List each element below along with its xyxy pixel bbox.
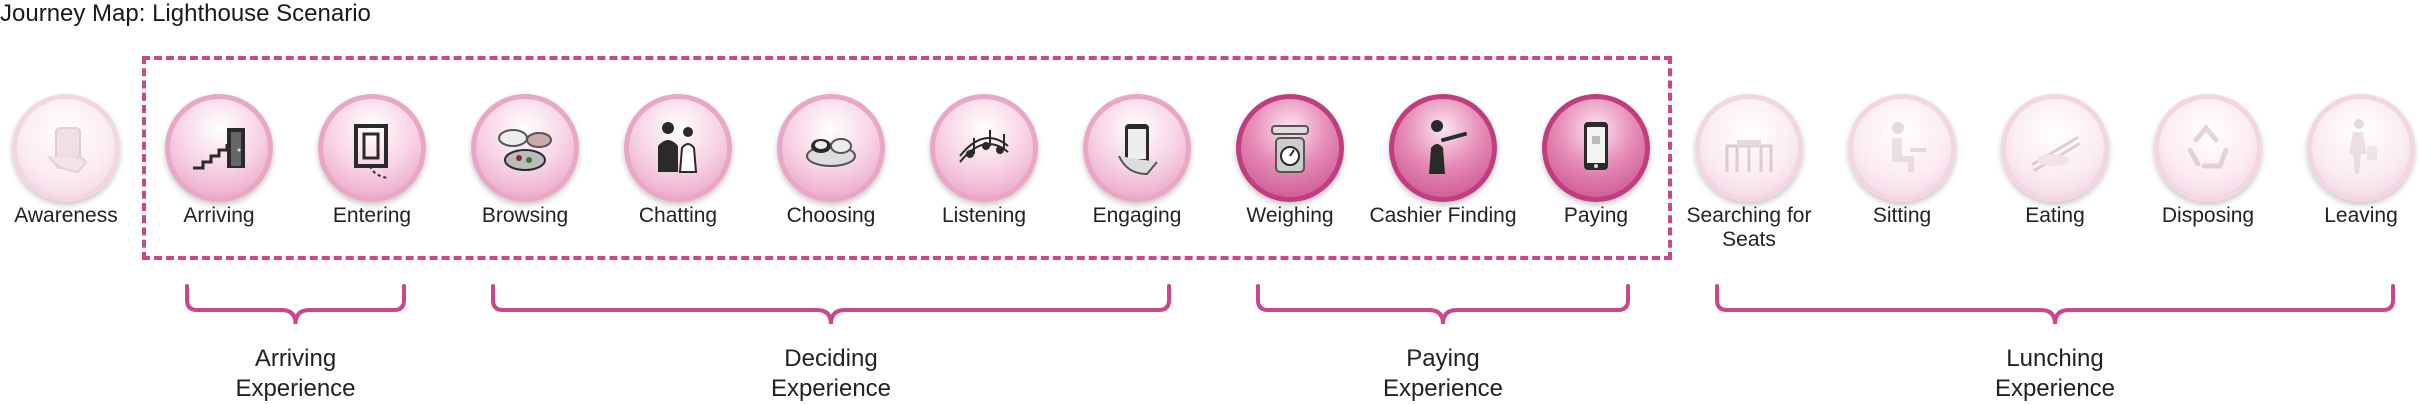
group-bracket [491,284,1171,325]
person-pointing-icon [1429,120,1467,174]
gate-entrance-icon [354,124,389,179]
step-label: Chatting [638,204,718,227]
journey-step: Leaving [2283,94,2418,228]
mobile-payment-icon [1584,122,1608,170]
group-bracket [1715,284,2395,325]
stairs-door-icon [193,128,245,170]
sushi-icon [806,138,856,167]
journey-step: Arriving [141,94,297,228]
step-circle [2001,94,2109,202]
step-circle [165,94,273,202]
step-circle [471,94,579,202]
journey-step: Sitting [1824,94,1980,228]
journey-step: Chatting [600,94,756,228]
weighing-scale-icon [1271,125,1309,173]
people-talking-icon [658,122,698,173]
step-label: Browsing [481,204,569,227]
step-label: Leaving [2324,204,2398,227]
step-label: Disposing [2161,204,2255,227]
journey-step: Engaging [1059,94,1215,228]
step-circle [2307,94,2415,202]
journey-step: Disposing [2130,94,2286,228]
step-circle [1695,94,1803,202]
step-label: Paying [1563,204,1629,227]
step-label: Entering [332,204,412,227]
step-circle [1236,94,1344,202]
smartphone-hand-icon [1118,124,1158,176]
step-label: Weighing [1246,204,1334,227]
step-label: Listening [941,204,1027,227]
person-walking-icon [2349,119,2377,174]
phone-in-hand-icon [47,127,88,174]
step-label: Cashier Finding [1369,204,1517,227]
step-circle [777,94,885,202]
step-label: Awareness [14,204,118,227]
journey-step: Weighing [1212,94,1368,228]
step-label: Searching for Seats [1686,204,1812,251]
group-bracket [1256,284,1630,325]
step-label: Arriving [183,204,255,227]
person-sitting-icon [1892,122,1926,172]
journey-step: Browsing [447,94,603,228]
journey-step: Cashier Finding [1365,94,1521,228]
chopsticks-icon [2031,136,2081,172]
tables-chairs-icon [1725,140,1773,172]
journey-step: Awareness [0,94,144,228]
group-bracket [185,284,406,325]
step-circle [1848,94,1956,202]
step-circle [1389,94,1497,202]
step-circle [624,94,732,202]
food-plates-icon [498,129,552,171]
step-circle [1083,94,1191,202]
step-circle [2154,94,2262,202]
step-circle [930,94,1038,202]
journey-step: Listening [906,94,1062,228]
journey-step: Eating [1977,94,2133,228]
journey-step: Searching for Seats [1671,94,1827,252]
journey-step: Entering [294,94,450,228]
music-notes-icon [959,130,1009,163]
step-label: Engaging [1092,204,1182,227]
page-title: Journey Map: Lighthouse Scenario [0,0,371,27]
step-label: Eating [2025,204,2085,227]
step-circle [318,94,426,202]
journey-step: Paying [1518,94,1674,228]
recycle-icon [2187,124,2229,169]
step-label: Sitting [1872,204,1932,227]
step-circle [12,94,120,202]
step-circle [1542,94,1650,202]
journey-step: Choosing [753,94,909,228]
focus-dashed-box [142,56,1672,260]
step-label: Choosing [786,204,876,227]
